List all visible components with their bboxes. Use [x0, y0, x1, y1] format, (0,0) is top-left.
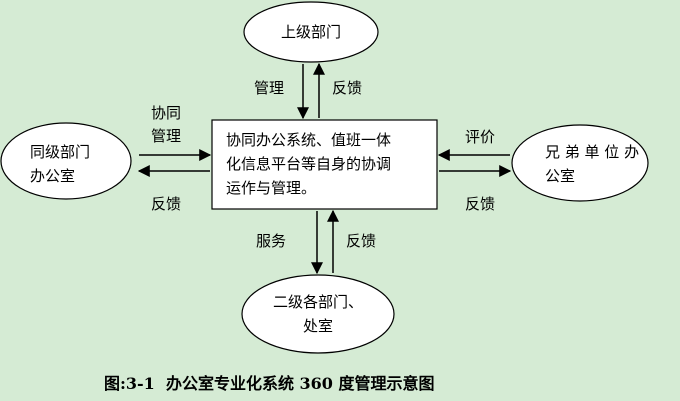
edge-right-out-label: 反馈 [465, 195, 495, 213]
node-center: 协同办公系统、值班一体 化信息平台等自身的协调 运作与管理。 [211, 119, 438, 210]
edge-top-up-label: 反馈 [332, 79, 362, 97]
svg-text:公室: 公室 [545, 167, 575, 185]
svg-text:协同办公系统、值班一体: 协同办公系统、值班一体 [226, 131, 391, 149]
edge-bottom-down-label: 服务 [256, 232, 286, 250]
svg-text:同级部门: 同级部门 [30, 143, 90, 161]
figure-caption: 图:3-1 办公室专业化系统 360 度管理示意图 [104, 374, 435, 393]
svg-text:处室: 处室 [303, 317, 333, 335]
edge-left-in-label-2: 管理 [151, 127, 181, 145]
edge-right-in-label: 评价 [465, 128, 495, 146]
edge-left-out-label: 反馈 [151, 195, 181, 213]
svg-text:化信息平台等自身的协调: 化信息平台等自身的协调 [226, 155, 391, 173]
edge-bottom-up-label: 反馈 [346, 232, 376, 250]
node-right: 兄 弟 单 位 办 公室 [511, 124, 649, 202]
node-bottom: 二级各部门、 处室 [241, 274, 395, 354]
node-left: 同级部门 办公室 [0, 122, 132, 200]
svg-text:上级部门: 上级部门 [281, 23, 341, 41]
svg-text:二级各部门、: 二级各部门、 [273, 293, 363, 311]
edge-top-down-label: 管理 [254, 79, 284, 97]
svg-text:办公室: 办公室 [30, 167, 75, 185]
edge-left-in-label-1: 协同 [151, 104, 181, 122]
svg-text:运作与管理。: 运作与管理。 [226, 179, 316, 197]
svg-text:兄 弟 单 位 办: 兄 弟 单 位 办 [545, 143, 639, 161]
node-top: 上级部门 [243, 1, 379, 63]
